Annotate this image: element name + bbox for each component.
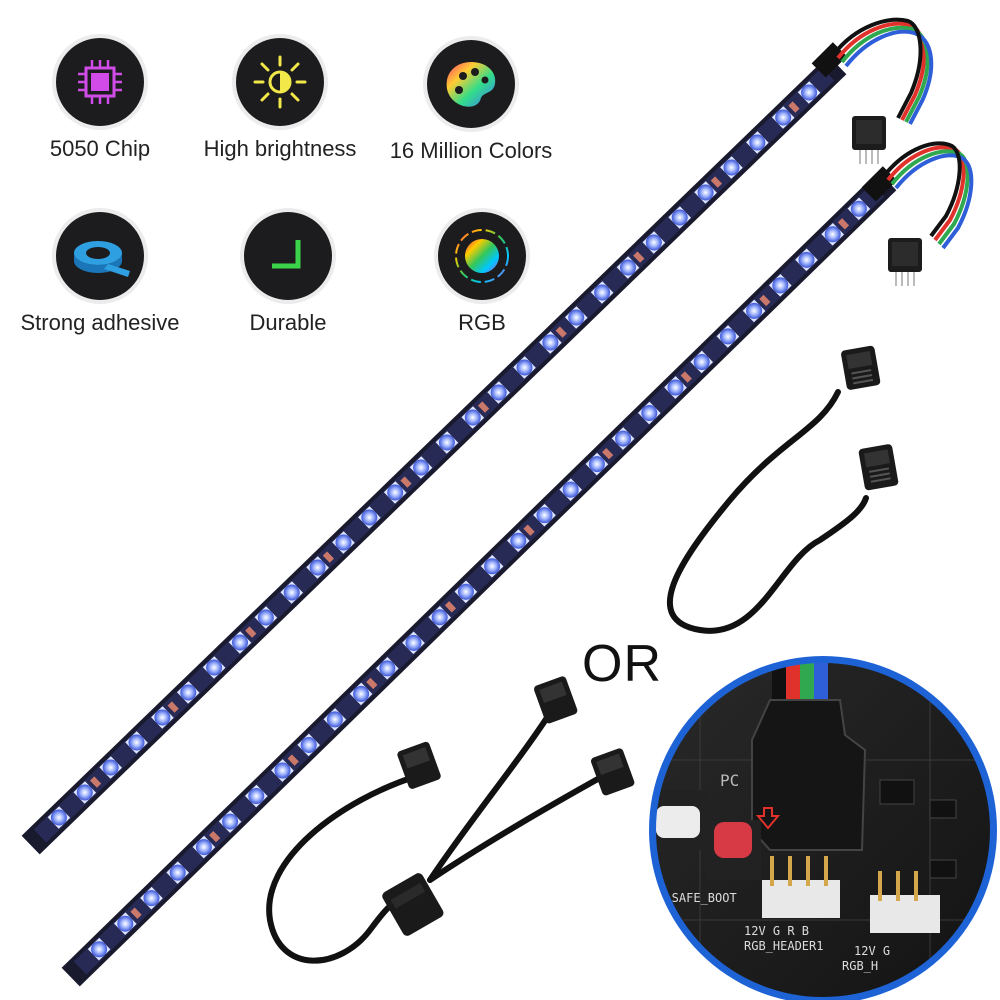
led-chip [228, 626, 257, 654]
board-text-pins: 12V G R B [744, 924, 809, 938]
feature-label: 5050 Chip [49, 136, 151, 161]
led-chip [454, 580, 478, 604]
led-chip [375, 657, 399, 680]
led-chip [73, 776, 102, 804]
led-chip [47, 806, 71, 829]
led-chip [559, 478, 583, 501]
feature-label: Durable [249, 310, 327, 335]
led-chip [280, 581, 304, 604]
led-chip [271, 754, 299, 782]
feature-16-million-colors: 16 Million Colors [371, 40, 571, 164]
tape-roll-icon [56, 212, 144, 300]
led-chip [176, 681, 200, 704]
led-chip [590, 281, 614, 304]
led-chip [87, 937, 111, 961]
feature-rgb: RGB [382, 212, 582, 336]
feature-high-brightness: High brightness [180, 38, 380, 162]
led-chip [358, 506, 381, 529]
board-text-header-2: RGB_H [842, 959, 878, 973]
chip-icon [56, 38, 144, 126]
led-chip [244, 784, 268, 808]
led-chip [746, 131, 769, 154]
extension-cable [667, 345, 899, 634]
feature-5050-chip: 5050 Chip [0, 38, 200, 162]
feature-strong-adhesive: Strong adhesive [0, 212, 200, 336]
led-chip [821, 218, 850, 246]
led-chip [297, 733, 321, 757]
led-chip [771, 101, 800, 129]
led-chip [694, 176, 723, 204]
palette-icon [427, 40, 515, 128]
motherboard-callout: ON SAFE_BOOT 12V G R B RGB_HEADER1 12V G… [649, 656, 997, 1000]
led-chip [533, 503, 556, 527]
led-chip [506, 524, 535, 553]
led-row-1 [47, 81, 821, 829]
led-chip [332, 531, 355, 554]
led-chip [306, 551, 335, 579]
led-chip [480, 554, 504, 578]
led-chip [383, 476, 412, 504]
led-chip [428, 601, 457, 629]
led-chip [847, 197, 871, 221]
led-chip [99, 756, 122, 779]
led-chip [166, 861, 190, 884]
splitter-cable [266, 676, 635, 964]
color-wheel-icon [438, 212, 526, 300]
led-chip [716, 325, 740, 348]
led-chip [435, 431, 459, 454]
led-chip [668, 206, 692, 229]
led-chip [797, 81, 821, 104]
led-chip [539, 326, 567, 354]
led-chip [637, 401, 661, 425]
feature-durable: Durable [188, 212, 388, 336]
board-text-safe-boot: ON SAFE_BOOT [650, 891, 737, 905]
or-label: OR [582, 635, 662, 693]
board-text-pins-2: 12V G [854, 944, 890, 958]
led-chip [720, 156, 743, 179]
led-chip [664, 371, 692, 399]
led-strip-2 [61, 141, 974, 987]
led-chip [140, 886, 163, 910]
led-chip [202, 656, 226, 679]
led-chip [616, 251, 645, 279]
board-text-header: RGB_HEADER1 [744, 939, 823, 953]
led-chip [487, 381, 510, 404]
feature-label: High brightness [203, 136, 357, 161]
feature-label: Strong adhesive [20, 310, 180, 335]
led-chip [611, 427, 635, 450]
led-chip [402, 631, 425, 655]
led-chip [409, 456, 433, 479]
led-chip [151, 701, 179, 729]
led-chip [742, 294, 771, 323]
led-strip-1 [21, 17, 934, 855]
led-chip [768, 274, 792, 297]
brightness-icon [236, 38, 324, 126]
led-row-2 [87, 197, 871, 961]
led-chip [690, 350, 714, 374]
led-chip [125, 731, 148, 754]
led-chip [254, 606, 278, 629]
led-chip [585, 447, 614, 476]
corner-bracket-icon [244, 212, 332, 300]
board-text-pc: PC [720, 771, 739, 790]
led-chip [349, 677, 378, 706]
led-chip [642, 231, 666, 254]
led-chip [795, 248, 818, 272]
led-chip [323, 708, 347, 731]
feature-label: 16 Million Colors [389, 138, 553, 163]
feature-label: RGB [458, 310, 506, 335]
led-chip [564, 306, 588, 329]
led-chip [461, 401, 490, 429]
led-chip [192, 830, 221, 859]
led-chip [513, 356, 536, 379]
led-chip [218, 810, 242, 833]
led-chip [113, 907, 142, 936]
